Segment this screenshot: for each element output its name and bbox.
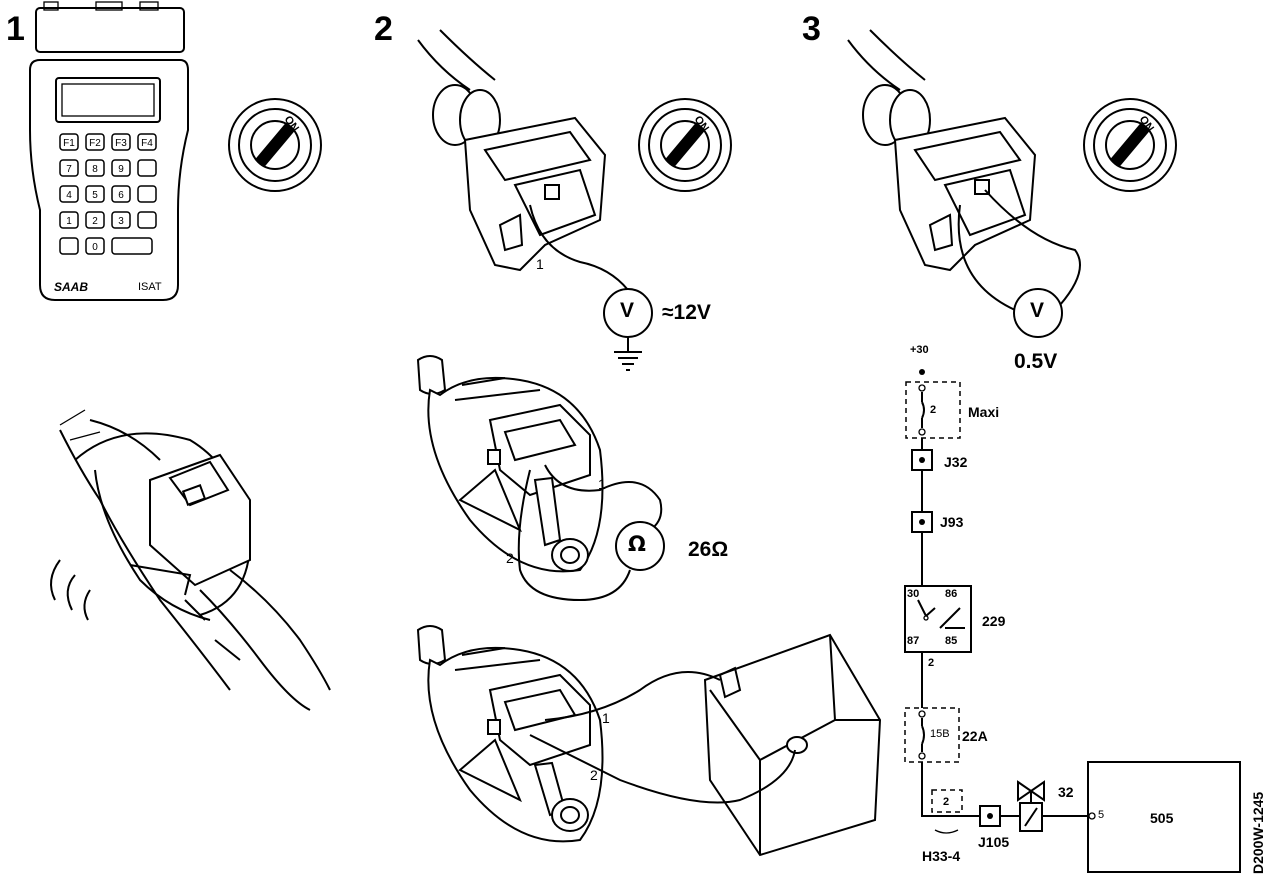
wire-label-2: 2 (590, 767, 598, 783)
ignition-switch-icon (1083, 98, 1177, 192)
tester-keypad: F1 F2 F3 F4 7 8 9 4 5 6 1 2 3 0 (59, 133, 157, 255)
tester-key (59, 211, 79, 229)
tester-key (111, 133, 131, 151)
connector-j105-label: J105 (978, 834, 1010, 850)
tester-key-label: F4 (141, 138, 153, 149)
tester-key (137, 133, 157, 151)
relay-pin-87: 87 (907, 635, 920, 647)
tester-key (85, 211, 105, 229)
relay-output-pin: 2 (928, 657, 935, 669)
tester-key-label: F2 (89, 138, 101, 149)
tester-key (111, 211, 131, 229)
valve-resistance-check (416, 355, 665, 602)
connector-j32-label: J32 (944, 454, 968, 470)
tester-key (85, 159, 105, 177)
tester-key-label: F3 (115, 138, 127, 149)
step-number-1: 1 (6, 10, 25, 48)
tester-key (85, 185, 105, 203)
voltmeter-symbol: V (1030, 299, 1045, 322)
voltage-reading-step2: ≈12V (662, 301, 711, 324)
relay-pin-86: 86 (945, 588, 958, 600)
maxi-fuse-label: Maxi (968, 404, 1000, 420)
ecu-505-label: 505 (1150, 810, 1174, 826)
valve-battery-check (416, 625, 882, 857)
connector-step3 (847, 29, 1081, 311)
tester-key (111, 159, 131, 177)
voltage-reading-step3: 0.5V (1014, 350, 1058, 373)
ohmmeter-symbol: Ω (628, 532, 646, 556)
voltmeter-step2 (603, 288, 653, 371)
tester-key-label: F1 (63, 138, 75, 149)
relay-229-label: 229 (982, 613, 1006, 629)
tester-key-label: 9 (118, 164, 124, 175)
h33-pin: 2 (943, 796, 950, 808)
tester-key-label: 4 (66, 190, 72, 201)
isat-tester (29, 1, 189, 301)
wire-label-1: 1 (602, 710, 610, 726)
step-number-2: 2 (374, 10, 393, 48)
tester-key-label: 2 (92, 216, 98, 227)
connector-h33-label: H33-4 (922, 848, 961, 864)
ignition-switch-icon (228, 98, 322, 192)
tester-model: ISAT (138, 281, 162, 293)
wiring-circuit (904, 369, 1241, 873)
voltmeter-step3 (1013, 288, 1063, 338)
ecu-pin-5: 5 (1098, 809, 1105, 821)
tester-key (59, 237, 79, 255)
tester-key (85, 133, 105, 151)
wire-label-2: 2 (506, 550, 514, 566)
resistance-reading: 26Ω (688, 538, 729, 561)
tester-key-label: 7 (66, 164, 72, 175)
tester-key (137, 211, 157, 229)
tester-key-label: 6 (118, 190, 124, 201)
supply-label: +30 (910, 344, 929, 356)
valve-32-label: 32 (1058, 784, 1074, 800)
tester-key (59, 159, 79, 177)
step-number-3: 3 (802, 10, 821, 48)
relay-pin-85: 85 (945, 635, 958, 647)
maxi-fuse-number: 2 (930, 404, 937, 416)
tester-key (85, 237, 105, 255)
tester-key (137, 185, 157, 203)
connector-j93-label: J93 (940, 514, 964, 530)
tester-key-label: 0 (92, 242, 98, 253)
tester-key (59, 185, 79, 203)
fuse-22a-label: 22A (962, 728, 988, 744)
wire-label-1: 1 (536, 256, 544, 272)
figure-code: D200W-1245 (1250, 791, 1266, 874)
fuse-22a-number: 15B (930, 728, 950, 740)
ignition-switch-icon (638, 98, 732, 192)
tester-key (137, 159, 157, 177)
tester-key (59, 133, 79, 151)
tester-key-label: 5 (92, 190, 98, 201)
tester-key (111, 237, 153, 255)
wire-label-1: 1 (598, 476, 606, 492)
tester-key-label: 1 (66, 216, 72, 227)
tester-key (111, 185, 131, 203)
valve-connector-closeup (50, 409, 331, 711)
tester-key-label: 3 (118, 216, 124, 227)
tester-brand: SAAB (54, 280, 89, 294)
voltmeter-symbol: V (620, 299, 635, 322)
relay-pin-30: 30 (907, 588, 920, 600)
tester-key-label: 8 (92, 164, 98, 175)
connector-step2 (417, 29, 629, 291)
